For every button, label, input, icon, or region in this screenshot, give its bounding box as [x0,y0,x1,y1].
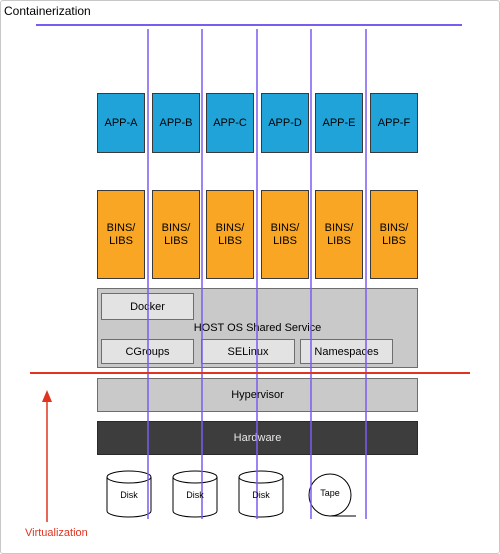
bins-label: BINS/ [270,221,300,234]
disk-label-3: Disk [252,490,270,500]
bins-libs-box-a: BINS/LIBS [97,190,145,279]
bins-libs-box-c: BINS/LIBS [206,190,254,279]
libs-label: LIBS [382,234,406,247]
virtualization-arrow-head [42,390,52,402]
selinux-box: SELinux [201,339,295,364]
bins-label: BINS/ [215,221,245,234]
app-box-c: APP-C [206,93,254,153]
tape-reel [308,473,356,517]
app-box-b: APP-B [152,93,200,153]
bins-label: BINS/ [161,221,191,234]
app-box-f: APP-F [370,93,418,153]
bins-libs-box-d: BINS/LIBS [261,190,309,279]
disk-cylinder-3 [238,470,284,518]
libs-label: LIBS [327,234,351,247]
libs-label: LIBS [109,234,133,247]
libs-label: LIBS [273,234,297,247]
bins-label: BINS/ [106,221,136,234]
app-box-e: APP-E [315,93,363,153]
app-box-a: APP-A [97,93,145,153]
tape-label: Tape [320,488,340,498]
app-box-d: APP-D [261,93,309,153]
bins-label: BINS/ [324,221,354,234]
bins-label: BINS/ [379,221,409,234]
bins-libs-box-e: BINS/LIBS [315,190,363,279]
disk-label-2: Disk [186,490,204,500]
containerization-label: Containerization [4,4,91,18]
virtualization-label: Virtualization [25,527,88,539]
bins-libs-box-b: BINS/LIBS [152,190,200,279]
disk-label-1: Disk [120,490,138,500]
libs-label: LIBS [218,234,242,247]
disk-cylinder-1 [106,470,152,518]
libs-label: LIBS [164,234,188,247]
namespaces-box: Namespaces [300,339,393,364]
bins-libs-box-f: BINS/LIBS [370,190,418,279]
disk-cylinder-2 [172,470,218,518]
